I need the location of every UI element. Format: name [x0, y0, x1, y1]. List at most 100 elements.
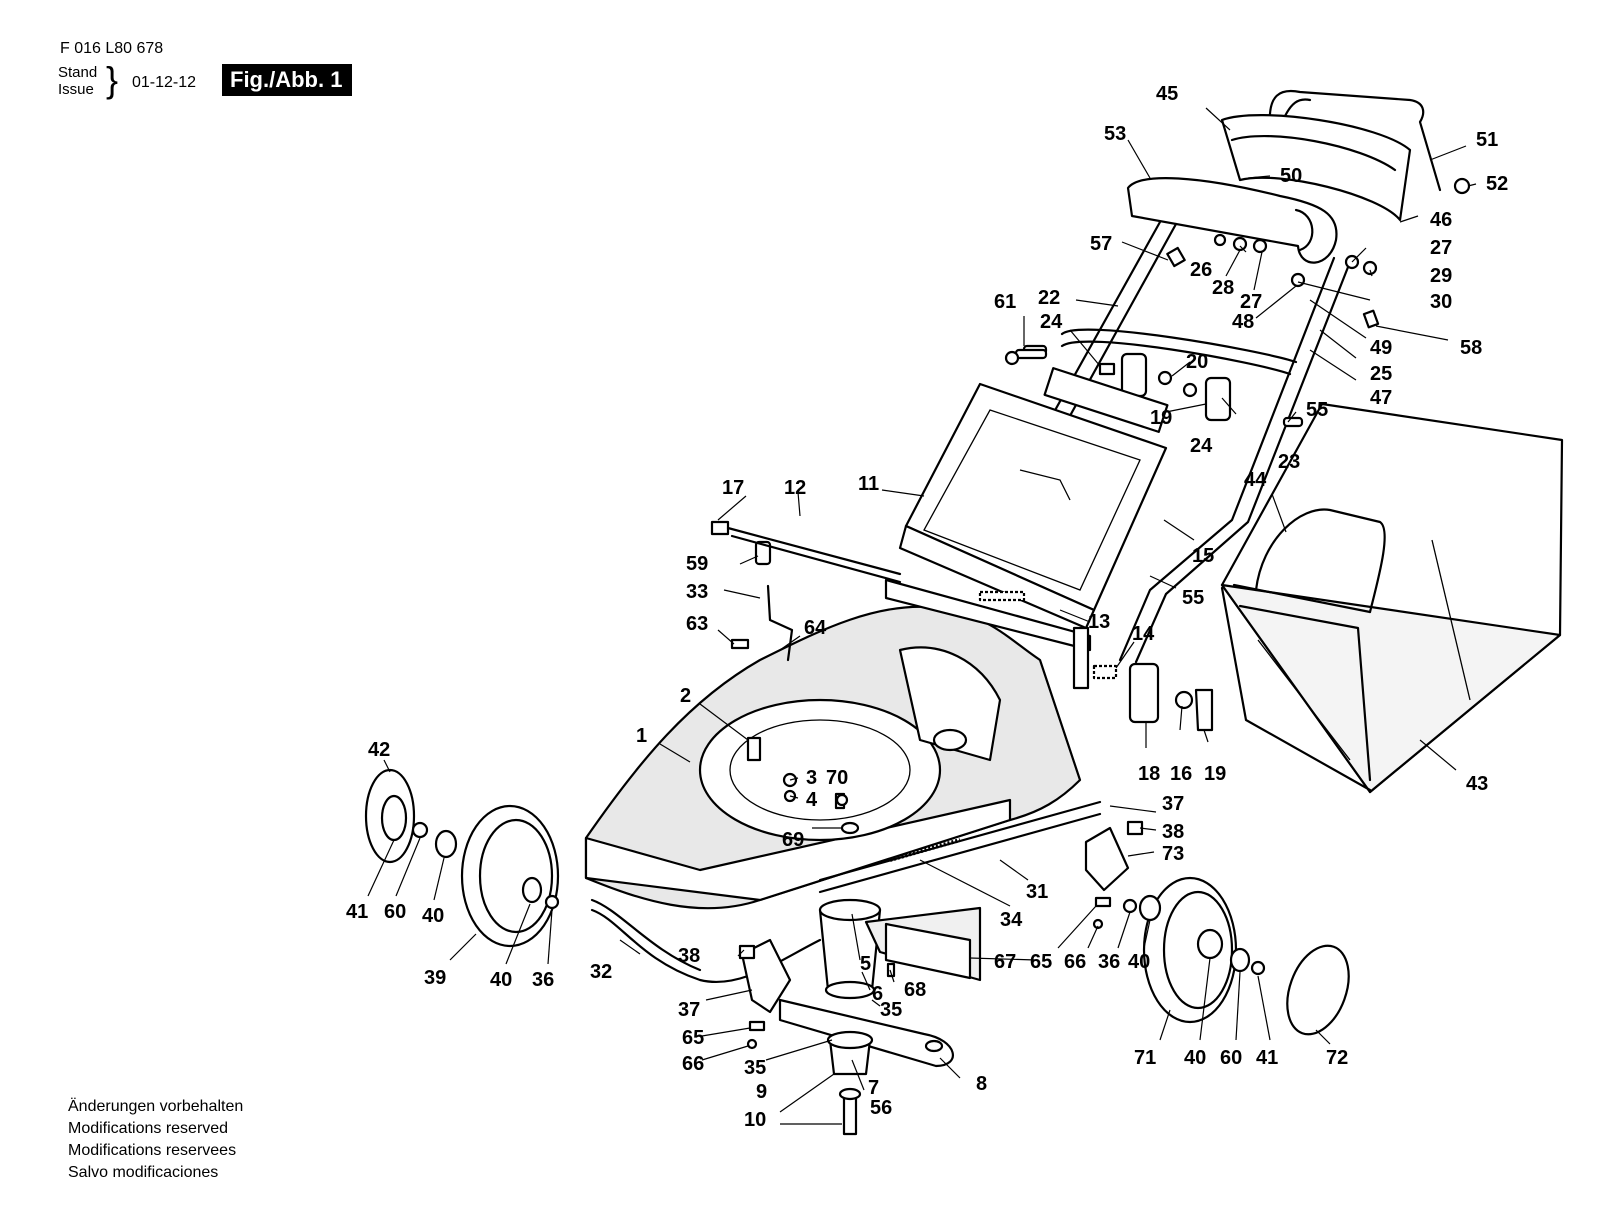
label-part-17: 17 — [722, 477, 744, 499]
brace-glyph: } — [106, 59, 119, 100]
label-part-6: 6 — [872, 983, 883, 1005]
label-part-55-upper: 55 — [1306, 399, 1328, 421]
note-fr: Modifications reservees — [68, 1142, 237, 1159]
label-part-46: 46 — [1430, 209, 1452, 231]
label-part-2: 2 — [680, 685, 691, 707]
label-part-63: 63 — [686, 613, 708, 635]
label-part-55-lower: 55 — [1182, 587, 1204, 609]
left-wheel-group — [364, 768, 560, 948]
right-wheel-group — [1122, 876, 1350, 1036]
label-part-40-c: 40 — [1128, 951, 1150, 973]
label-part-60-right: 60 — [1220, 1047, 1242, 1069]
label-part-36-right: 36 — [1098, 951, 1120, 973]
modifications-note: Änderungen vorbehalten Modifications res… — [68, 1096, 243, 1184]
label-part-36-left: 36 — [532, 969, 554, 991]
issue-date: 01-12-12 — [132, 74, 197, 91]
label-part-16: 16 — [1170, 763, 1192, 785]
label-part-35-lower: 35 — [744, 1057, 766, 1079]
label-part-26: 26 — [1190, 259, 1212, 281]
label-part-20: 20 — [1186, 351, 1208, 373]
label-part-5: 5 — [860, 953, 871, 975]
label-part-43: 43 — [1466, 773, 1488, 795]
label-part-48: 48 — [1232, 311, 1254, 333]
label-part-56: 56 — [870, 1097, 892, 1119]
label-part-10: 10 — [744, 1109, 766, 1131]
label-part-13: 13 — [1088, 611, 1110, 633]
label-part-11: 11 — [858, 473, 879, 495]
label-part-40-a: 40 — [422, 905, 444, 927]
label-part-30: 30 — [1430, 291, 1452, 313]
label-part-47: 47 — [1370, 387, 1392, 409]
label-part-33: 33 — [686, 581, 708, 603]
label-part-40-b: 40 — [490, 969, 512, 991]
label-part-45: 45 — [1156, 83, 1178, 105]
label-part-37-right: 37 — [1162, 793, 1184, 815]
label-part-67: 67 — [994, 951, 1016, 973]
label-part-61: 61 — [994, 291, 1016, 313]
label-part-7: 7 — [868, 1077, 879, 1099]
label-part-18: 18 — [1138, 763, 1160, 785]
label-part-41-left: 41 — [346, 901, 368, 923]
label-part-69: 69 — [782, 829, 804, 851]
label-part-50: 50 — [1280, 165, 1302, 187]
label-part-73: 73 — [1162, 843, 1184, 865]
label-part-65-left: 65 — [682, 1027, 704, 1049]
label-part-38-right: 38 — [1162, 821, 1184, 843]
label-part-14: 14 — [1132, 623, 1155, 645]
label-part-19-handle: 19 — [1150, 407, 1172, 429]
label-part-51: 51 — [1476, 129, 1498, 151]
label-part-24-lower: 24 — [1190, 435, 1213, 457]
label-part-68: 68 — [904, 979, 926, 1001]
label-part-70: 70 — [826, 767, 848, 789]
mower-deck — [584, 578, 1092, 910]
label-part-12: 12 — [784, 477, 806, 499]
label-part-28: 28 — [1212, 277, 1234, 299]
figure-badge: Fig./Abb. 1 — [222, 64, 353, 96]
label-part-60-left: 60 — [384, 901, 406, 923]
label-part-8: 8 — [976, 1073, 987, 1095]
label-part-53: 53 — [1104, 123, 1126, 145]
grass-box — [1220, 402, 1564, 794]
label-part-58: 58 — [1460, 337, 1482, 359]
label-part-15: 15 — [1192, 545, 1214, 567]
label-part-64: 64 — [804, 617, 827, 639]
part-labels: 1 2 3 70 4 5 6 7 8 9 10 11 12 13 14 15 1… — [346, 83, 1508, 1131]
label-part-38-left: 38 — [678, 945, 700, 967]
label-part-71: 71 — [1134, 1047, 1156, 1069]
label-part-19-side: 19 — [1204, 763, 1226, 785]
label-part-42: 42 — [368, 739, 390, 761]
label-part-3: 3 — [806, 767, 817, 789]
flap-cover — [898, 367, 1169, 630]
label-part-25: 25 — [1370, 363, 1392, 385]
label-part-23: 23 — [1278, 451, 1300, 473]
label-part-35-upper: 35 — [880, 999, 902, 1021]
label-part-66-right: 66 — [1064, 951, 1086, 973]
label-part-49: 49 — [1370, 337, 1392, 359]
label-part-31: 31 — [1026, 881, 1048, 903]
leader-lines — [367, 107, 1477, 1125]
note-es: Salvo modificaciones — [68, 1164, 219, 1181]
label-part-52: 52 — [1486, 173, 1508, 195]
label-part-40-d: 40 — [1184, 1047, 1206, 1069]
label-part-22: 22 — [1038, 287, 1060, 309]
label-part-39: 39 — [424, 967, 446, 989]
label-part-37-left: 37 — [678, 999, 700, 1021]
label-part-72: 72 — [1326, 1047, 1348, 1069]
label-part-57: 57 — [1090, 233, 1112, 255]
label-part-27-upper: 27 — [1430, 237, 1452, 259]
label-part-32: 32 — [590, 961, 612, 983]
brackets-and-hardware — [710, 348, 1214, 1050]
label-part-34: 34 — [1000, 909, 1023, 931]
stand-issue-label: Stand Issue — [58, 64, 97, 98]
label-part-44: 44 — [1244, 469, 1267, 491]
handle-assembly — [1022, 89, 1471, 664]
label-part-59: 59 — [686, 553, 708, 575]
label-part-4: 4 — [806, 789, 818, 811]
stand-label: Stand — [58, 64, 98, 81]
label-part-41-right: 41 — [1256, 1047, 1278, 1069]
label-part-29: 29 — [1430, 265, 1452, 287]
axles-and-spring — [590, 800, 1102, 983]
label-part-27-lower: 27 — [1240, 291, 1262, 313]
label-part-1: 1 — [636, 725, 647, 747]
